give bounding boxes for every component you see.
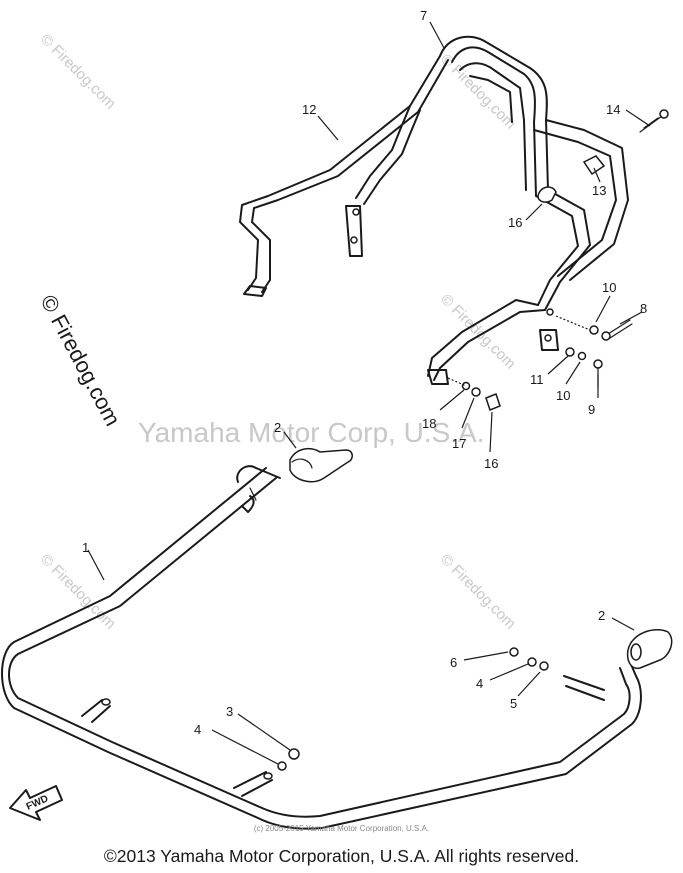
callout-12: 12 <box>302 102 316 117</box>
leader-lines <box>87 21 651 765</box>
callout-14: 14 <box>606 102 620 117</box>
hardware-lower-right <box>509 647 549 671</box>
callout-2-upper: 2 <box>274 420 281 435</box>
callout-2-right: 2 <box>598 608 605 623</box>
part-7-upper-frame <box>345 35 629 385</box>
callout-4-right: 4 <box>476 676 483 691</box>
watermark-firedog-4: © Firedog.com <box>37 551 119 633</box>
watermark-firedog-1: © Firedog.com <box>37 31 119 113</box>
watermark-firedog-3: © Firedog.com <box>437 551 519 633</box>
part-1-bumper <box>1 465 642 830</box>
hardware-lower-left <box>277 748 300 771</box>
callout-numbers: 7 12 14 13 16 10 8 11 10 9 18 17 16 2 1 … <box>82 8 647 737</box>
callout-17: 17 <box>452 436 466 451</box>
part-2-end-cap-upper <box>289 447 353 483</box>
part-2-end-cap-right <box>626 629 673 670</box>
callout-8: 8 <box>640 301 647 316</box>
callout-10-upper: 10 <box>602 280 616 295</box>
watermark-firedog-bold: © Firedog.com <box>36 291 126 430</box>
copyright-footer: ©2013 Yamaha Motor Corporation, U.S.A. A… <box>103 846 580 866</box>
fwd-arrow-icon: FWD <box>9 785 63 821</box>
callout-16-lower: 16 <box>484 456 498 471</box>
callout-1: 1 <box>82 540 89 555</box>
part-14-bolt <box>639 109 669 133</box>
watermark-group: © Firedog.com © Firedog.com © Firedog.co… <box>37 31 519 633</box>
hardware-cluster-center <box>447 377 501 411</box>
callout-6: 6 <box>450 655 457 670</box>
callout-9: 9 <box>588 402 595 417</box>
part-16-cap-upper <box>537 186 557 203</box>
callout-3: 3 <box>226 704 233 719</box>
fine-print: (c) 2005-2015 Yamaha Motor Corporation, … <box>253 824 430 833</box>
callout-7: 7 <box>420 8 427 23</box>
callout-10-lower: 10 <box>556 388 570 403</box>
callout-5: 5 <box>510 696 517 711</box>
callout-11: 11 <box>530 372 544 387</box>
callout-4-left: 4 <box>194 722 201 737</box>
hardware-cluster-right <box>555 315 633 389</box>
part-13-bushing <box>582 155 606 176</box>
part-12-grab-bar <box>239 55 449 297</box>
callout-13: 13 <box>592 183 606 198</box>
watermark-center: Yamaha Motor Corp, U.S.A. <box>138 417 485 448</box>
callout-18: 18 <box>422 416 436 431</box>
callout-16-upper: 16 <box>508 215 522 230</box>
